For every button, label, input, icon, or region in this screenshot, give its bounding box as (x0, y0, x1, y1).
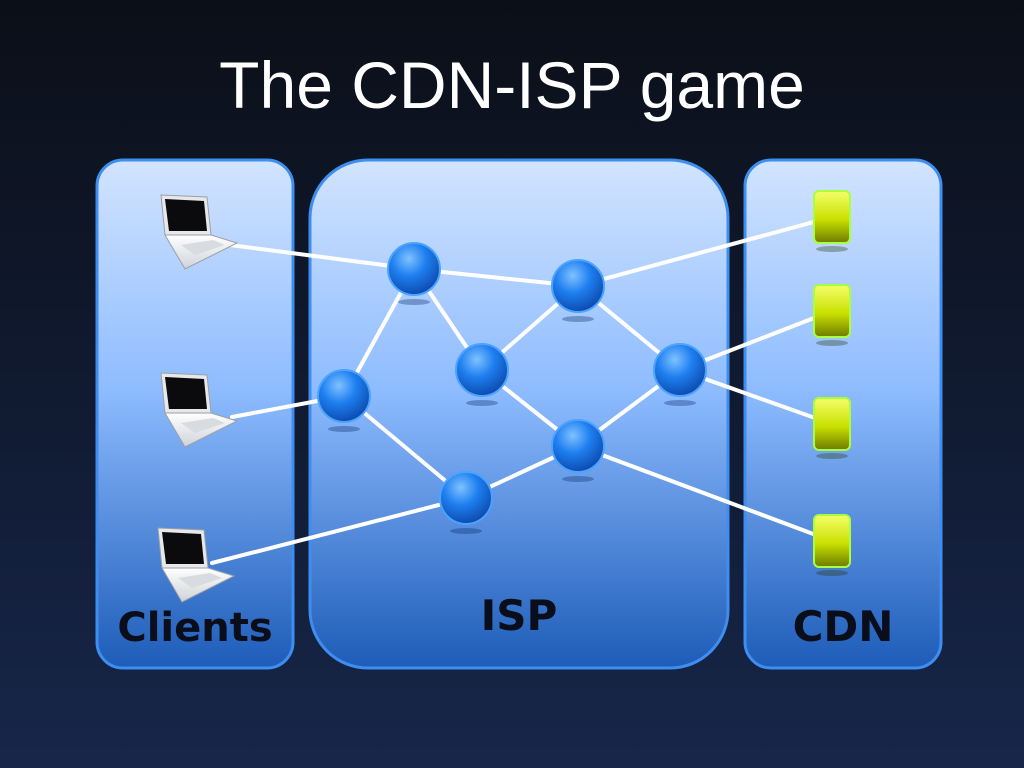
cdn-servers (813, 190, 851, 576)
cdn-server-icon (813, 284, 851, 346)
link-client3-router-g (210, 496, 468, 565)
cdn-label: CDN (793, 602, 894, 651)
client-laptops (157, 194, 239, 603)
link-router-b-server-1 (576, 215, 834, 288)
link-router-a-router-b (412, 267, 580, 288)
router-node-icon (551, 419, 605, 482)
router-node-icon (317, 369, 371, 432)
router-node-icon (439, 471, 493, 534)
link-router-e-server-2 (678, 309, 834, 372)
clients-label: Clients (117, 605, 272, 651)
router-nodes (317, 242, 707, 534)
cdn-server-icon (813, 514, 851, 576)
router-node-icon (653, 343, 707, 406)
laptop-icon (160, 372, 239, 448)
router-node-icon (387, 242, 441, 305)
cdn-server-icon (813, 397, 851, 459)
router-node-icon (551, 259, 605, 322)
cdn-server-icon (813, 190, 851, 252)
router-node-icon (455, 343, 509, 406)
link-client1-router-a (228, 243, 416, 271)
laptop-icon (160, 194, 239, 270)
laptop-icon (157, 527, 236, 603)
slide-title: The CDN-ISP game (219, 48, 805, 122)
isp-label: ISP (481, 591, 558, 640)
link-router-f-server-4 (576, 444, 834, 543)
